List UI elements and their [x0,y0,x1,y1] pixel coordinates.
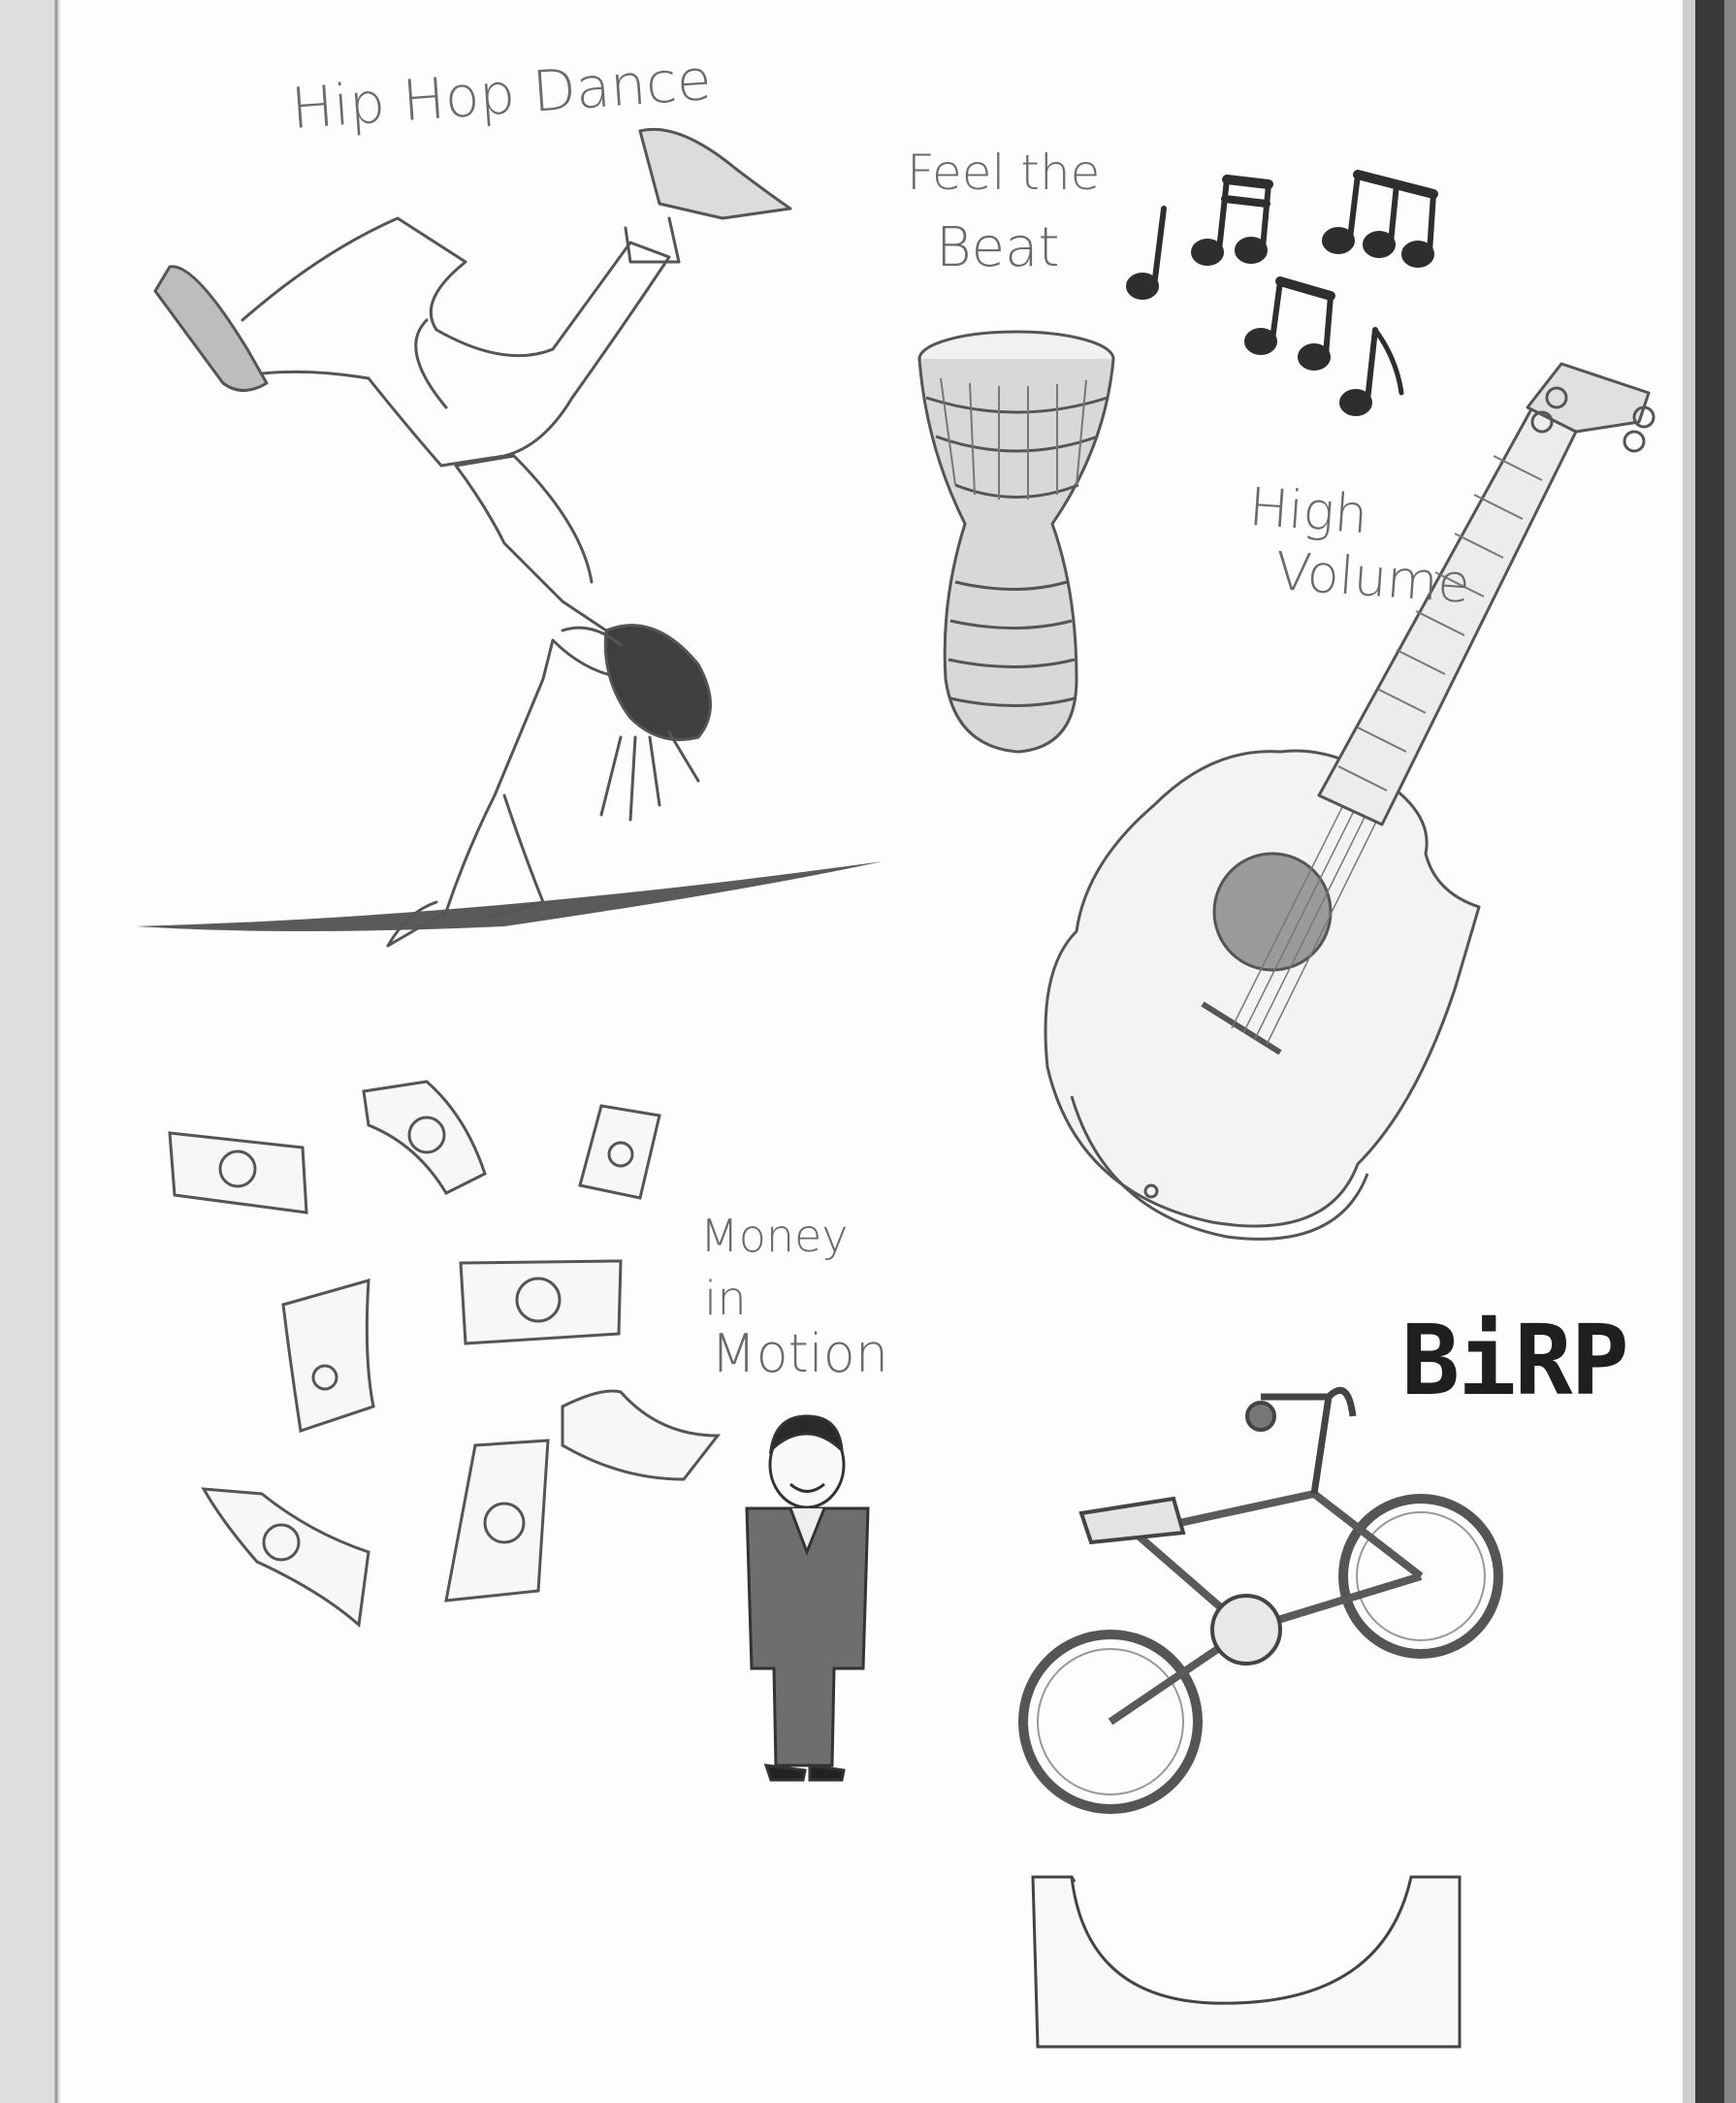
birp-title: BiRP [1401,1304,1629,1417]
half-pipe-ramp [1031,1875,1462,2049]
motion-caption: Motion [711,1323,889,1384]
djembe-drum [917,330,1115,754]
feel-the-caption: Feel the [907,145,1101,201]
in-caption: in [704,1272,747,1326]
acoustic-guitar [1044,362,1656,1241]
businessman-figure [745,1414,870,1782]
music-notes [1126,170,1438,416]
beat-caption: Beat [936,216,1060,279]
breakdancer-figure [136,127,883,948]
high-caption: High [1246,475,1370,546]
flying-banknotes [168,1080,722,1628]
money-caption: Money [700,1210,849,1262]
bmx-bike [1018,1386,1503,1814]
